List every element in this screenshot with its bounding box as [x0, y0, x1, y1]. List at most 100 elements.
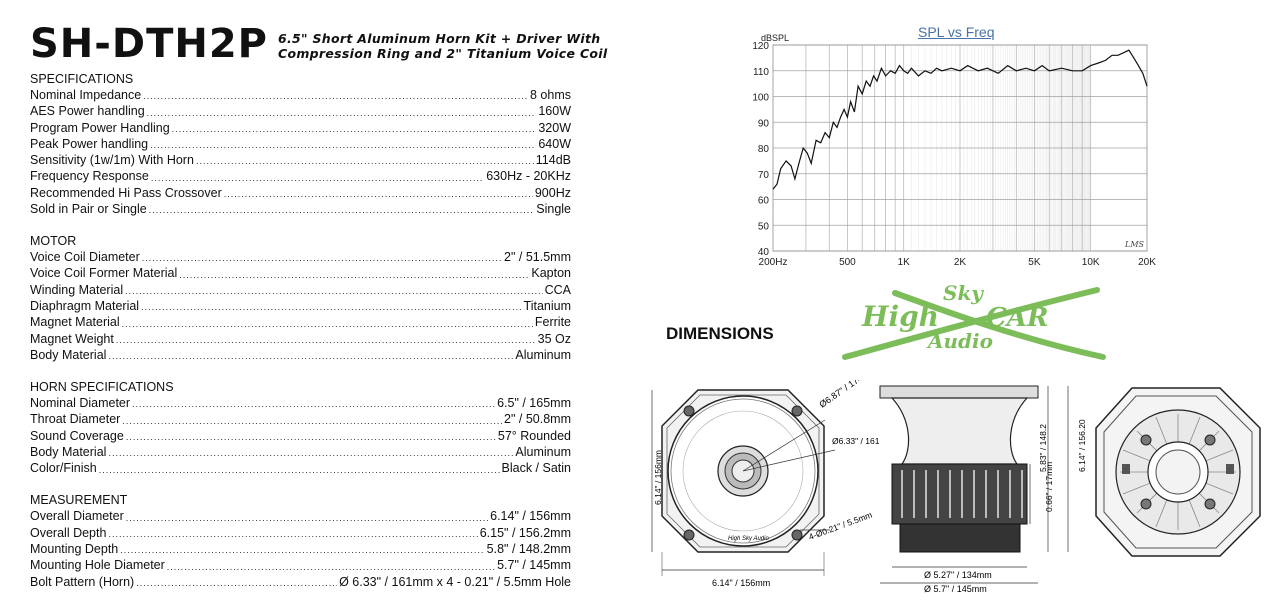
dot-leader — [120, 543, 484, 557]
spec-label: Program Power Handling — [30, 120, 170, 135]
section-title: MEASUREMENT — [30, 493, 128, 508]
dot-leader — [149, 203, 535, 217]
spec-label: Nominal Impedance — [30, 88, 142, 102]
terminal-icon — [1226, 464, 1234, 474]
front-logo: High Sky Audio — [728, 536, 769, 542]
spec-row: Sound Coverage57° Rounded — [30, 428, 571, 444]
spec-value: 114dB — [535, 153, 571, 168]
dot-leader — [142, 251, 502, 265]
label-depth-a: 5.83" / 148.2 — [1038, 424, 1048, 472]
dot-leader — [126, 430, 496, 444]
subtitle-line-2: Compression Ring and 2" Titanium Voice C… — [278, 46, 608, 61]
spec-label: Body Material — [30, 444, 107, 459]
terminal-icon — [1122, 464, 1130, 474]
chart-title: SPL vs Freq — [918, 24, 995, 40]
chart-watermark: LMS — [1124, 240, 1145, 249]
spec-row: Recommended Hi Pass Crossover900Hz — [30, 185, 571, 201]
product-subtitle: 6.5" Short Aluminum Horn Kit + Driver Wi… — [278, 31, 607, 61]
spec-value: 6.5" / 165mm — [497, 396, 571, 411]
label-d633: Ø6.33" / 161mm — [832, 436, 880, 446]
label-bottom-width: 6.14" / 156mm — [712, 578, 770, 588]
label-depth-b: 6.14" / 156.20 — [1077, 419, 1087, 472]
spec-value: Black / Satin — [501, 461, 571, 476]
spec-row: Magnet Weight 35 Oz — [30, 331, 571, 347]
spec-list: SPECIFICATIONS Nominal Impedance 8 ohmsAES… — [30, 71, 571, 590]
spec-value: 630Hz - 20KHz — [486, 169, 571, 184]
y-tick-label: 40 — [758, 247, 770, 258]
dot-leader — [172, 122, 537, 136]
spec-value: 8 ohms — [530, 88, 571, 102]
spec-row: Sensitivity (1w/1m) With Horn 114dB — [30, 152, 571, 168]
x-tick-label: 10K — [1082, 257, 1100, 268]
dot-leader — [151, 171, 484, 185]
x-tick-label: 500 — [839, 257, 856, 268]
spec-label: Mounting Hole Diameter — [30, 558, 165, 573]
y-tick-label: 100 — [752, 93, 769, 104]
spec-value: 6.15" / 156.2mm — [479, 525, 571, 540]
spec-row: Voice Coil Former MaterialKapton — [30, 265, 571, 281]
spec-row: Peak Power handling640W — [30, 136, 571, 152]
x-tick-label: 20K — [1138, 257, 1156, 268]
spec-value: Aluminum — [515, 444, 571, 459]
dot-leader — [132, 397, 495, 411]
spec-row: AES Power handling160W — [30, 103, 571, 119]
spec-label: Magnet Material — [30, 315, 120, 330]
y-tick-label: 60 — [758, 196, 770, 207]
dimensions-title: DIMENSIONS — [666, 324, 774, 343]
section-gap — [30, 217, 571, 233]
screw-icon — [1140, 498, 1152, 510]
y-axis-label: dBSPL — [761, 33, 789, 43]
spec-row: Body MaterialAluminum — [30, 347, 571, 363]
label-base-57: Ø 5.7" / 145mm — [924, 584, 987, 594]
spl-series-line — [772, 49, 1148, 190]
section-title: SPECIFICATIONS — [30, 72, 134, 86]
screw-icon — [1140, 434, 1152, 446]
dot-leader — [136, 576, 337, 590]
spec-value: 35 Oz — [537, 331, 571, 346]
spec-value: 6.14" / 156mm — [490, 509, 571, 524]
spec-value: 160W — [538, 104, 571, 119]
spec-value: 900Hz — [534, 185, 571, 200]
x-tick-label: 5K — [1028, 257, 1041, 268]
subtitle-line-1: 6.5" Short Aluminum Horn Kit + Driver Wi… — [278, 31, 601, 46]
dot-leader — [125, 284, 543, 298]
dot-leader — [116, 333, 536, 347]
dot-leader — [150, 138, 536, 152]
spec-row: Nominal Diameter 6.5" / 165mm — [30, 395, 571, 411]
spec-label: Magnet Weight — [30, 331, 114, 346]
spec-row: Throat Diameter2" / 50.8mm — [30, 411, 571, 427]
dot-leader — [147, 106, 537, 120]
spec-label: Bolt Pattern (Horn) — [30, 574, 135, 589]
label-left-height: 6.14" / 156mm — [653, 450, 663, 505]
spec-label: Nominal Diameter — [30, 396, 131, 411]
spec-row: Sold in Pair or SingleSingle — [30, 201, 571, 217]
logo-high: High — [862, 300, 940, 333]
label-ring-height: 0.66" / 17mm — [1044, 462, 1054, 512]
section-gap — [30, 477, 571, 493]
dot-leader — [108, 446, 513, 460]
mount-hole-icon — [791, 529, 803, 541]
label-d687: Ø6.87" / 174.6mm — [817, 380, 880, 410]
dot-leader — [179, 268, 529, 282]
y-tick-label: 70 — [758, 170, 770, 181]
spec-value: 2" / 50.8mm — [504, 412, 571, 427]
spec-label: Sound Coverage — [30, 428, 124, 443]
mount-hole-icon — [791, 405, 803, 417]
spec-value: 320W — [538, 120, 571, 135]
y-tick-label: 80 — [758, 144, 770, 155]
screw-icon — [1204, 498, 1216, 510]
spec-row: Program Power Handling 320W — [30, 120, 571, 136]
spec-value: Titanium — [523, 299, 571, 314]
front-view-drawing: Ø6.87" / 174.6mm Ø6.33" / 161mm 4-Ø0.21"… — [651, 380, 880, 588]
spec-row: Overall Diameter6.14" / 156mm — [30, 508, 571, 524]
y-tick-label: 90 — [758, 118, 770, 129]
spec-label: Sensitivity (1w/1m) With Horn — [30, 153, 194, 168]
spec-value: 640W — [538, 136, 571, 151]
spec-label: Sold in Pair or Single — [30, 202, 147, 217]
dot-leader — [108, 527, 477, 541]
spec-value: 5.8" / 148.2mm — [486, 541, 571, 556]
spec-label: Diaphragm Material — [30, 299, 140, 314]
dot-leader — [141, 300, 521, 314]
spec-row: Winding MaterialCCA — [30, 282, 571, 298]
spec-label: Mounting Depth — [30, 541, 119, 556]
